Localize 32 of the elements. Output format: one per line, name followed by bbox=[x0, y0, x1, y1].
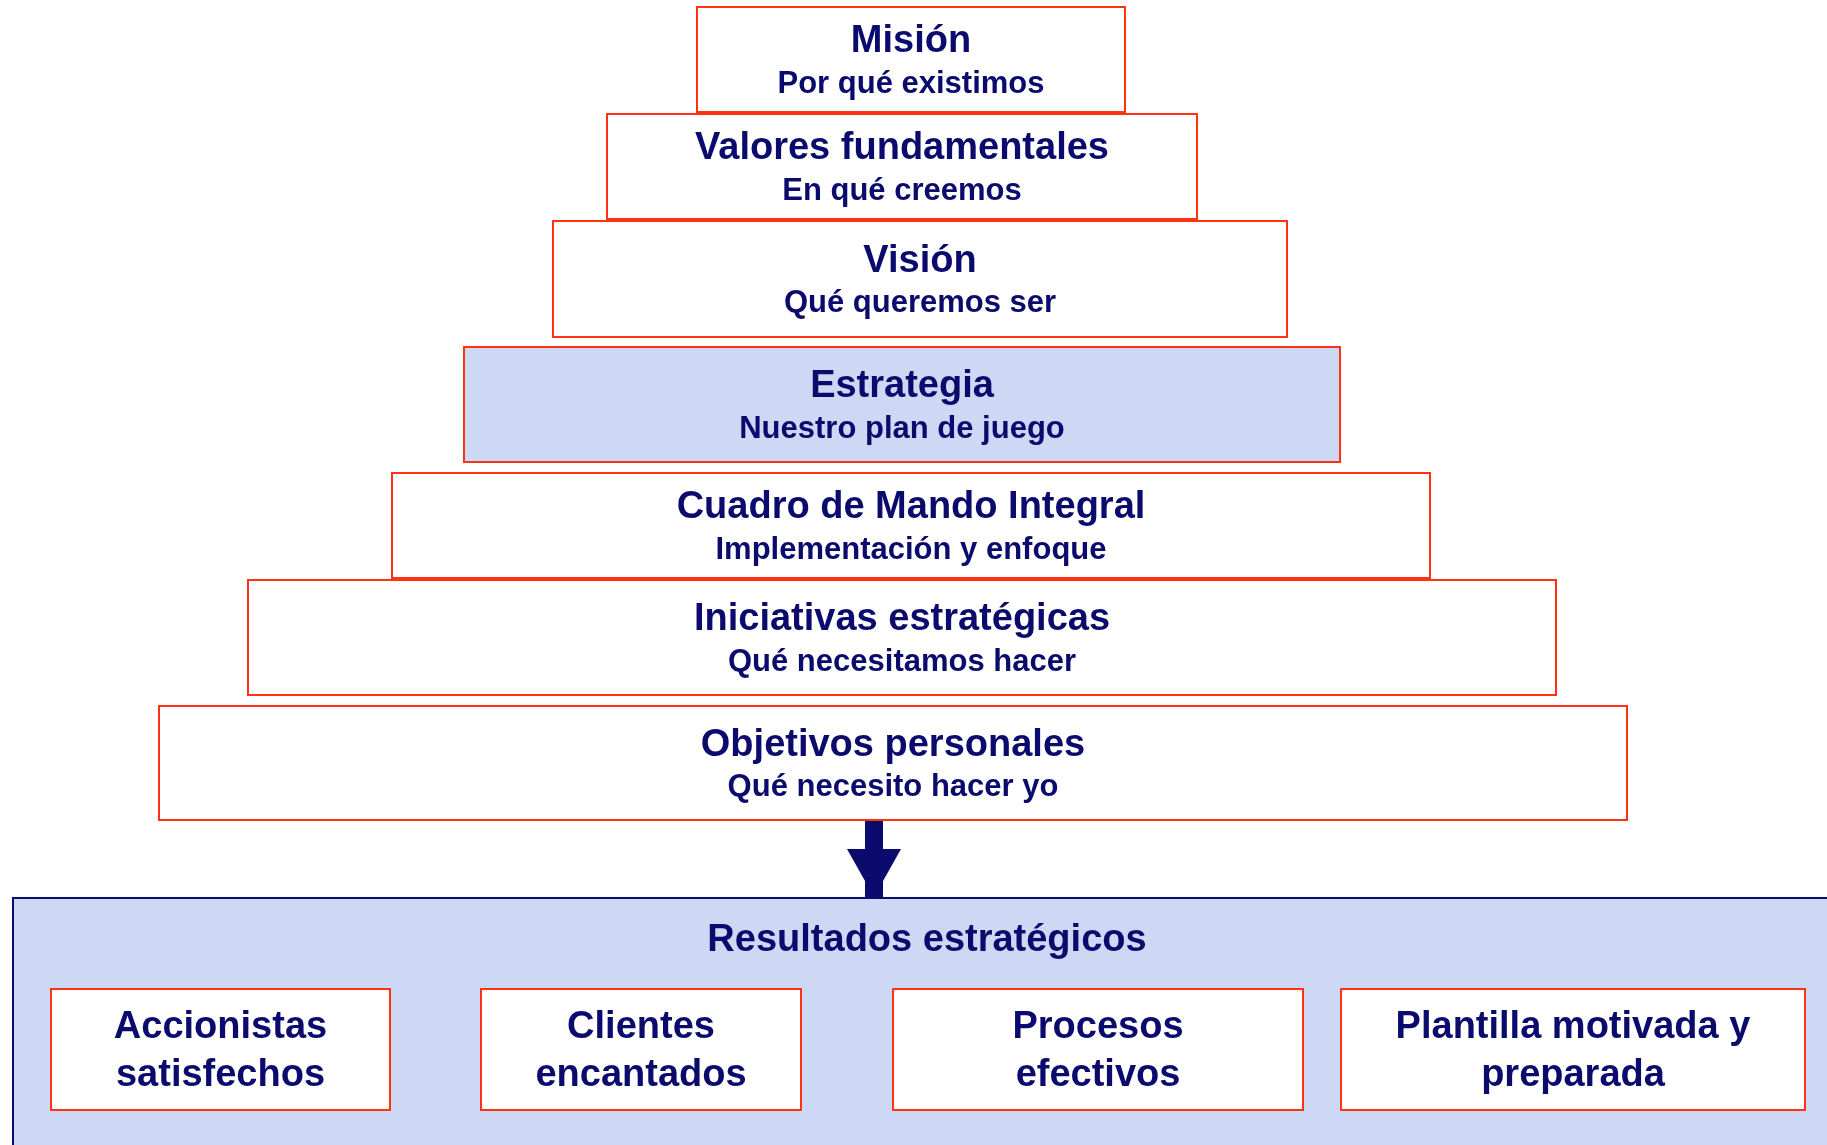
result-text: Plantilla motivada y preparada bbox=[1394, 1003, 1752, 1096]
results-panel bbox=[12, 897, 1827, 1145]
level-subtitle: Qué queremos ser bbox=[783, 283, 1057, 322]
level-title: Valores fundamentales bbox=[695, 124, 1109, 170]
level-box bbox=[606, 113, 1198, 220]
level-title: Objetivos personales bbox=[700, 720, 1086, 766]
result-text: Procesos efectivos bbox=[1011, 1003, 1185, 1096]
level-title: Estrategia bbox=[810, 362, 994, 408]
level-box bbox=[696, 6, 1126, 113]
level-title: Iniciativas estratégicas bbox=[693, 595, 1111, 641]
result-text: Clientes encantados bbox=[534, 1003, 748, 1096]
level-box bbox=[463, 346, 1341, 463]
level-subtitle: Nuestro plan de juego bbox=[739, 408, 1065, 447]
level-title: Visión bbox=[863, 236, 977, 282]
panel-title: Resultados estratégicos bbox=[707, 916, 1147, 961]
level-title: Misión bbox=[850, 17, 972, 63]
level-subtitle: Qué necesito hacer yo bbox=[727, 767, 1059, 806]
result-text: Accionistas satisfechos bbox=[112, 1003, 329, 1096]
level-subtitle: Por qué existimos bbox=[777, 63, 1045, 102]
level-box bbox=[158, 705, 1628, 821]
arrow bbox=[847, 821, 901, 897]
result-box bbox=[1340, 988, 1806, 1111]
level-box bbox=[391, 472, 1431, 579]
result-box bbox=[892, 988, 1304, 1111]
result-box bbox=[480, 988, 802, 1111]
level-subtitle: Qué necesitamos hacer bbox=[727, 641, 1077, 680]
level-box bbox=[247, 579, 1557, 696]
level-title: Cuadro de Mando Integral bbox=[676, 483, 1146, 529]
level-subtitle: En qué creemos bbox=[782, 170, 1022, 209]
level-subtitle: Implementación y enfoque bbox=[715, 529, 1107, 568]
result-box bbox=[50, 988, 391, 1111]
level-box bbox=[552, 220, 1288, 338]
